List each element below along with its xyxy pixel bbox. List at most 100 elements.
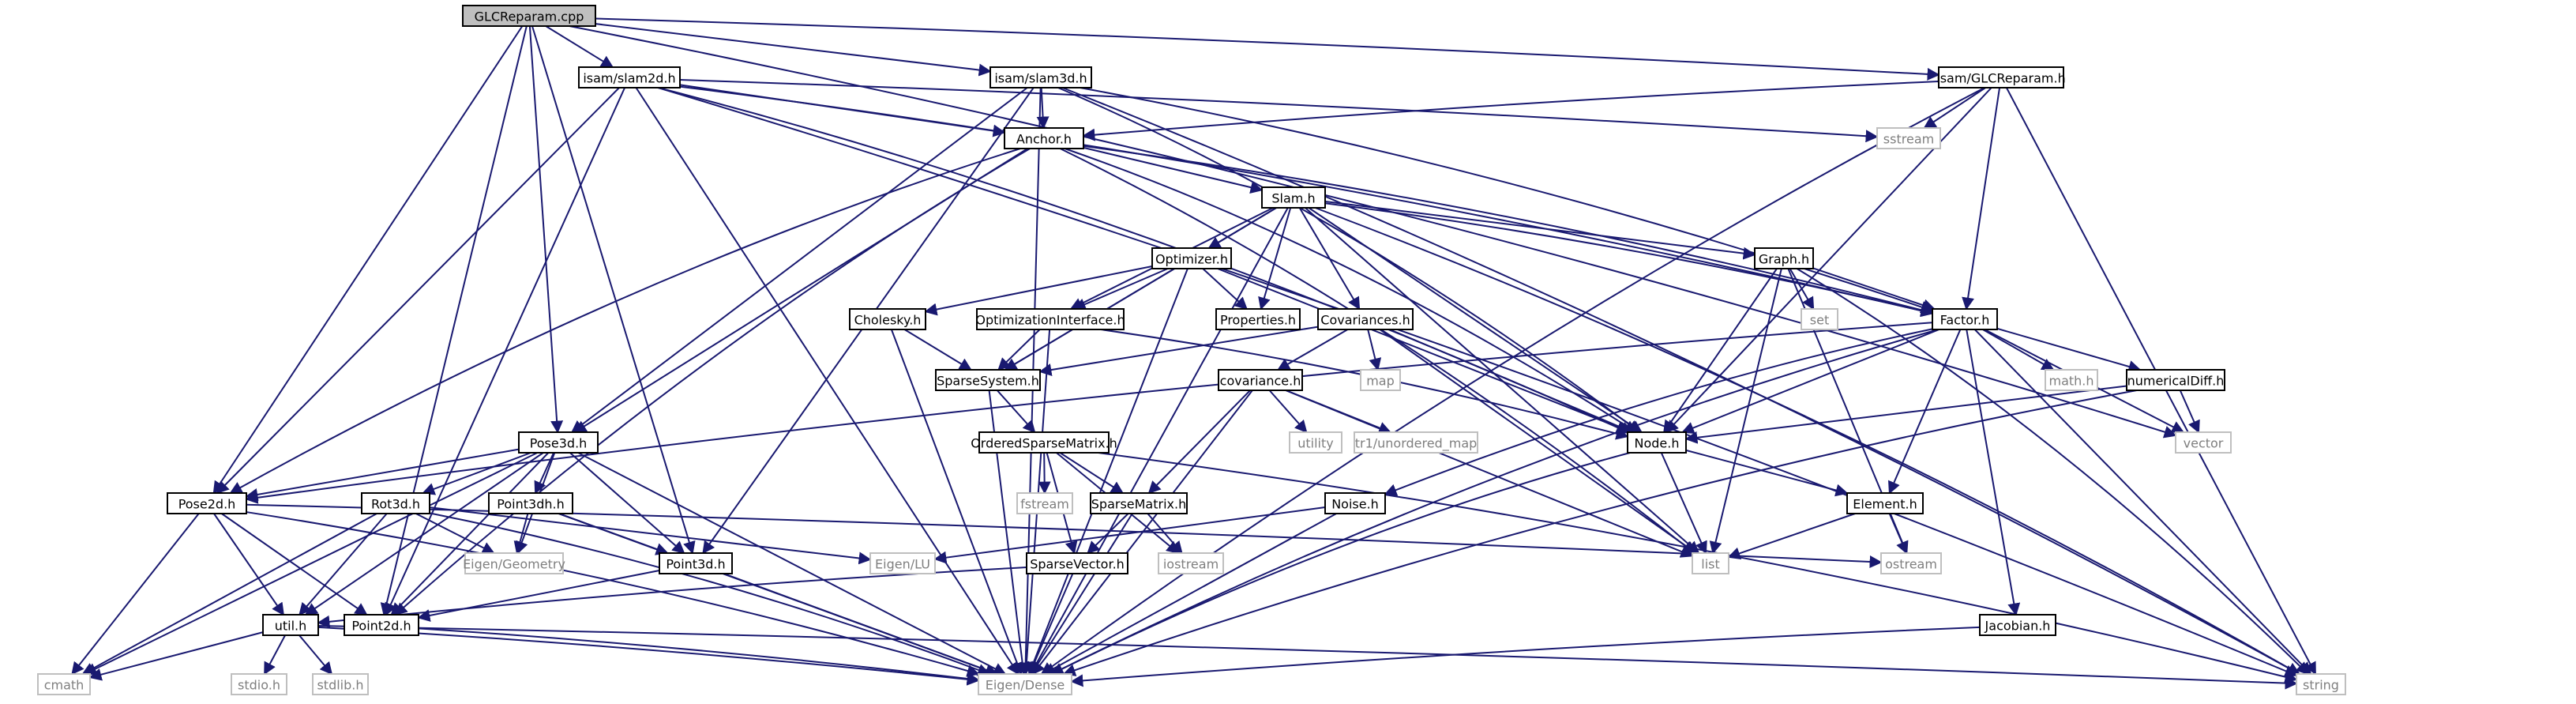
edge-node-to-element <box>1685 449 1849 497</box>
node-sparsevector[interactable]: SparseVector.h <box>1026 552 1128 574</box>
node-ostream-box <box>1880 552 1942 574</box>
edge-factor-to-mathh <box>1982 329 2055 371</box>
node-cmath-box <box>37 673 91 695</box>
edge-factor-to-numdiff <box>1996 327 2142 373</box>
node-eigengeom-box <box>464 552 564 574</box>
edge-util-to-stdio <box>264 634 286 676</box>
node-properties[interactable]: Properties.h <box>1215 308 1301 330</box>
node-slam3d-box <box>989 66 1092 88</box>
edge-numdiff-to-node <box>1684 385 2127 444</box>
edge-pose2d-to-point2d <box>221 513 368 616</box>
edge-factor-to-noise <box>1384 328 1933 496</box>
node-stdlib-box <box>312 673 369 695</box>
node-covariance-box <box>1218 369 1303 391</box>
node-jacobian[interactable]: Jacobian.h <box>1979 614 2056 636</box>
node-tr1map: tr1/unordered_map <box>1354 431 1478 454</box>
node-stdio-box <box>231 673 287 695</box>
edge-cholesky-to-sparsesystem <box>903 329 972 371</box>
node-optimizer-box <box>1151 247 1232 269</box>
node-glcreparam_h[interactable]: isam/GLCReparam.h <box>1936 66 2066 88</box>
edge-slam3d-to-factor <box>1080 87 1934 314</box>
node-slam2d[interactable]: isam/slam2d.h <box>578 66 681 88</box>
node-glcreparam_h-box <box>1938 66 2064 88</box>
node-node[interactable]: Node.h <box>1627 431 1687 454</box>
node-ostream-label: ostream <box>1885 557 1937 572</box>
edge-util-to-string <box>317 625 2298 690</box>
node-optimizer[interactable]: Optimizer.h <box>1151 247 1232 269</box>
node-util-label: util.h <box>275 619 307 634</box>
edge-ordsparse-to-fstream <box>1038 452 1051 495</box>
node-sparsematrix[interactable]: SparseMatrix.h <box>1090 492 1188 514</box>
edge-covariances-to-sparsesystem <box>1038 326 1319 376</box>
edge-noise-to-eigendense <box>1042 513 1337 675</box>
edge-root-to-point3d <box>531 25 696 555</box>
node-sparsematrix-box <box>1090 492 1188 514</box>
node-noise[interactable]: Noise.h <box>1324 492 1386 514</box>
node-tr1map-box <box>1354 431 1478 454</box>
node-stdlib-label: stdlib.h <box>317 678 363 693</box>
node-jacobian-box <box>1979 614 2056 636</box>
node-eigenlu-box <box>869 552 936 574</box>
node-numdiff[interactable]: numericalDiff.h <box>2126 369 2225 391</box>
edge-root-to-pose3d <box>528 25 564 434</box>
edge-root-to-slam2d <box>545 25 614 68</box>
node-factor[interactable]: Factor.h <box>1932 308 1998 330</box>
edge-factor-to-node <box>1681 329 1940 435</box>
edge-covariance-to-sparsematrix <box>1147 390 1251 495</box>
node-slam-box <box>1261 186 1326 209</box>
node-ordsparse[interactable]: OrderedSparseMatrix.h <box>971 431 1117 454</box>
node-cmath: cmath <box>37 673 91 695</box>
node-cholesky-box <box>849 308 926 330</box>
node-covariances[interactable]: Covariances.h <box>1317 308 1414 330</box>
edge-element-to-ostream <box>1888 513 1908 555</box>
node-glcreparam_h-label: isam/GLCReparam.h <box>1936 71 2065 86</box>
edge-factor-to-eigendense <box>1050 329 1939 675</box>
edge-pose2d-to-cmath <box>71 513 200 676</box>
node-pose2d[interactable]: Pose2d.h <box>167 492 247 514</box>
edge-jacobian-to-eigendense <box>1070 626 1981 687</box>
node-set: set <box>1801 308 1838 330</box>
node-point3d-label: Point3d.h <box>666 557 725 572</box>
edge-pose3d-to-point3d <box>569 452 685 555</box>
node-stdio-label: stdio.h <box>238 678 280 693</box>
node-pose3d[interactable]: Pose3d.h <box>518 431 599 454</box>
edge-pose3d-to-util <box>304 452 544 616</box>
node-cholesky[interactable]: Cholesky.h <box>849 308 926 330</box>
edge-anchor-to-factor <box>1083 145 1934 317</box>
node-graph[interactable]: Graph.h <box>1754 247 1814 269</box>
edge-slam2d-to-factor <box>679 85 1934 318</box>
node-stdlib: stdlib.h <box>312 673 369 695</box>
edge-node-to-eigendense <box>1050 452 1631 675</box>
edge-pose2d-to-eigendense <box>246 511 980 677</box>
node-set-box <box>1801 308 1838 330</box>
edge-rot3d-to-eigenlu <box>429 506 872 565</box>
node-point3dh[interactable]: Point3dh.h <box>488 492 573 514</box>
edge-cholesky-to-eigendense <box>890 329 1023 676</box>
node-map-box <box>1360 369 1401 391</box>
edge-sparsesystem-to-ordsparse <box>996 390 1036 434</box>
node-map-label: map <box>1366 374 1395 389</box>
node-slam[interactable]: Slam.h <box>1261 186 1326 209</box>
node-point3dh-box <box>488 492 573 514</box>
node-fstream-label: fstream <box>1020 497 1069 512</box>
edge-ordsparse-to-sparsematrix <box>1059 452 1125 494</box>
edge-sparsesystem-to-eigendense <box>988 390 1029 676</box>
node-optiface[interactable]: OptimizationInterface.h <box>975 308 1125 330</box>
node-node-label: Node.h <box>1635 436 1680 451</box>
node-point3d[interactable]: Point3d.h <box>659 552 733 574</box>
node-slam3d[interactable]: isam/slam3d.h <box>989 66 1092 88</box>
node-util-box <box>262 614 319 636</box>
node-point2d[interactable]: Point2d.h <box>344 614 419 636</box>
edge-slam-to-covariances <box>1298 207 1361 311</box>
node-slam2d-box <box>578 66 681 88</box>
edge-sparsematrix-to-iostream <box>1147 513 1183 555</box>
node-element[interactable]: Element.h <box>1846 492 1924 514</box>
node-util[interactable]: util.h <box>262 614 319 636</box>
edge-point2d-to-eigendense <box>418 627 980 685</box>
node-root[interactable]: GLCReparam.cpp <box>462 5 596 27</box>
edge-noise-to-eigenlu <box>933 506 1326 564</box>
node-anchor[interactable]: Anchor.h <box>1004 127 1084 149</box>
node-covariance[interactable]: covariance.h <box>1218 369 1303 391</box>
node-sparsesystem[interactable]: SparseSystem.h <box>935 369 1041 391</box>
node-rot3d[interactable]: Rot3d.h <box>361 492 430 514</box>
